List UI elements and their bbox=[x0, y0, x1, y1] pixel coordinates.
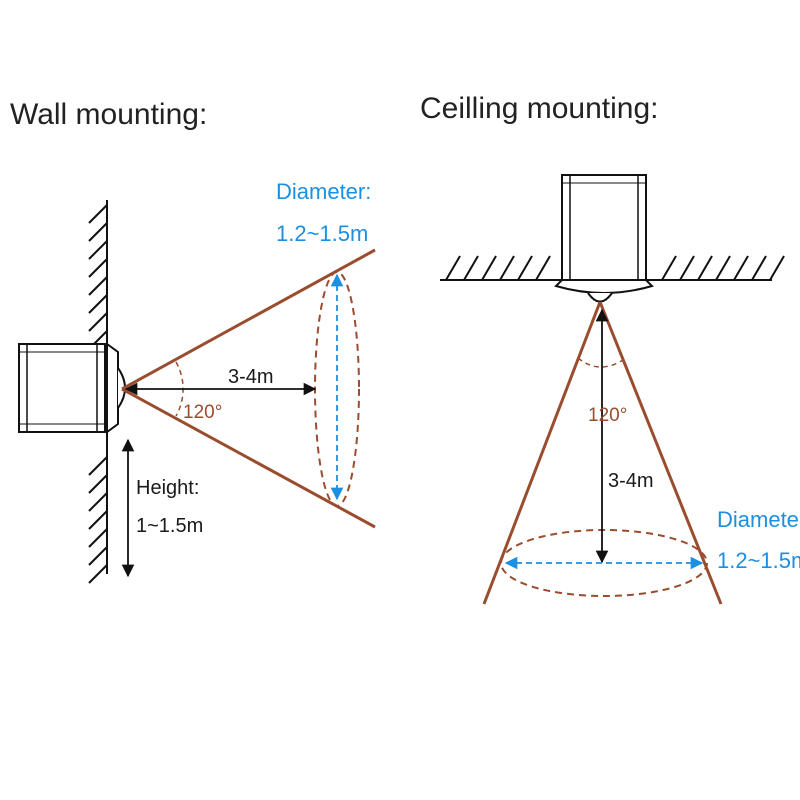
wall-hatch-line bbox=[88, 240, 108, 260]
wall-hatch-line bbox=[88, 204, 108, 224]
ceiling-diameter-label: Diameter: bbox=[717, 507, 800, 532]
wall-hatch-line bbox=[88, 258, 108, 278]
ceiling-sensor bbox=[554, 174, 654, 303]
ceiling-mounting-title: Ceilling mounting: bbox=[420, 92, 658, 125]
wall-hatch-line bbox=[88, 564, 108, 584]
wall-diameter-label: Diameter: bbox=[276, 179, 371, 204]
ceiling-diameter-value: 1.2~1.5m bbox=[717, 548, 800, 573]
wall-hatch-line bbox=[88, 492, 108, 512]
wall-sensor bbox=[18, 342, 126, 434]
wall-diameter-value: 1.2~1.5m bbox=[276, 221, 368, 246]
ceiling-hatch-line bbox=[733, 255, 749, 281]
ceiling-hatch-line bbox=[517, 255, 533, 281]
ceiling-mounting-section: Ceilling mounting: 120° 3-4m Diame bbox=[420, 92, 800, 605]
wall-distance-label: 3-4m bbox=[228, 366, 274, 388]
ceiling-distance-label: 3-4m bbox=[608, 470, 654, 492]
wall-angle-label: 120° bbox=[183, 402, 222, 423]
ceiling-hatch-line bbox=[445, 255, 461, 281]
ceiling-hatch-line bbox=[769, 255, 785, 281]
wall-hatch-line bbox=[88, 546, 108, 566]
ceiling-angle-label: 120° bbox=[588, 405, 627, 426]
wall-hatch-line bbox=[88, 474, 108, 494]
ceiling-hatch-line bbox=[535, 255, 551, 281]
ceiling-beam bbox=[482, 301, 723, 605]
ceiling-hatch-line bbox=[697, 255, 713, 281]
wall-mounting-section: Wall mounting: 3-4m 120° Di bbox=[10, 98, 376, 584]
ceiling-sensor-lens bbox=[587, 292, 613, 303]
wall-hatch-line bbox=[88, 456, 108, 476]
wall-height-label: Height: bbox=[136, 477, 199, 499]
ceiling-hatch-line bbox=[499, 255, 515, 281]
wall-hatch-line bbox=[88, 276, 108, 296]
ceiling-hatch-line bbox=[715, 255, 731, 281]
ceiling-hatch-line bbox=[463, 255, 479, 281]
ceiling-hatch-line bbox=[481, 255, 497, 281]
wall-hatch-line bbox=[88, 312, 108, 332]
ceiling-hatch-line bbox=[679, 255, 695, 281]
wall-hatch-line bbox=[88, 510, 108, 530]
wall-hatch-line bbox=[88, 528, 108, 548]
ceiling-hatch-line bbox=[661, 255, 677, 281]
ceiling-angle-arc bbox=[577, 357, 627, 368]
wall-height-value: 1~1.5m bbox=[136, 515, 203, 537]
ceiling-hatch-line bbox=[751, 255, 767, 281]
wall-mounting-title: Wall mounting: bbox=[10, 98, 207, 131]
wall-hatch-line bbox=[88, 222, 108, 242]
wall-hatch-line bbox=[88, 294, 108, 314]
